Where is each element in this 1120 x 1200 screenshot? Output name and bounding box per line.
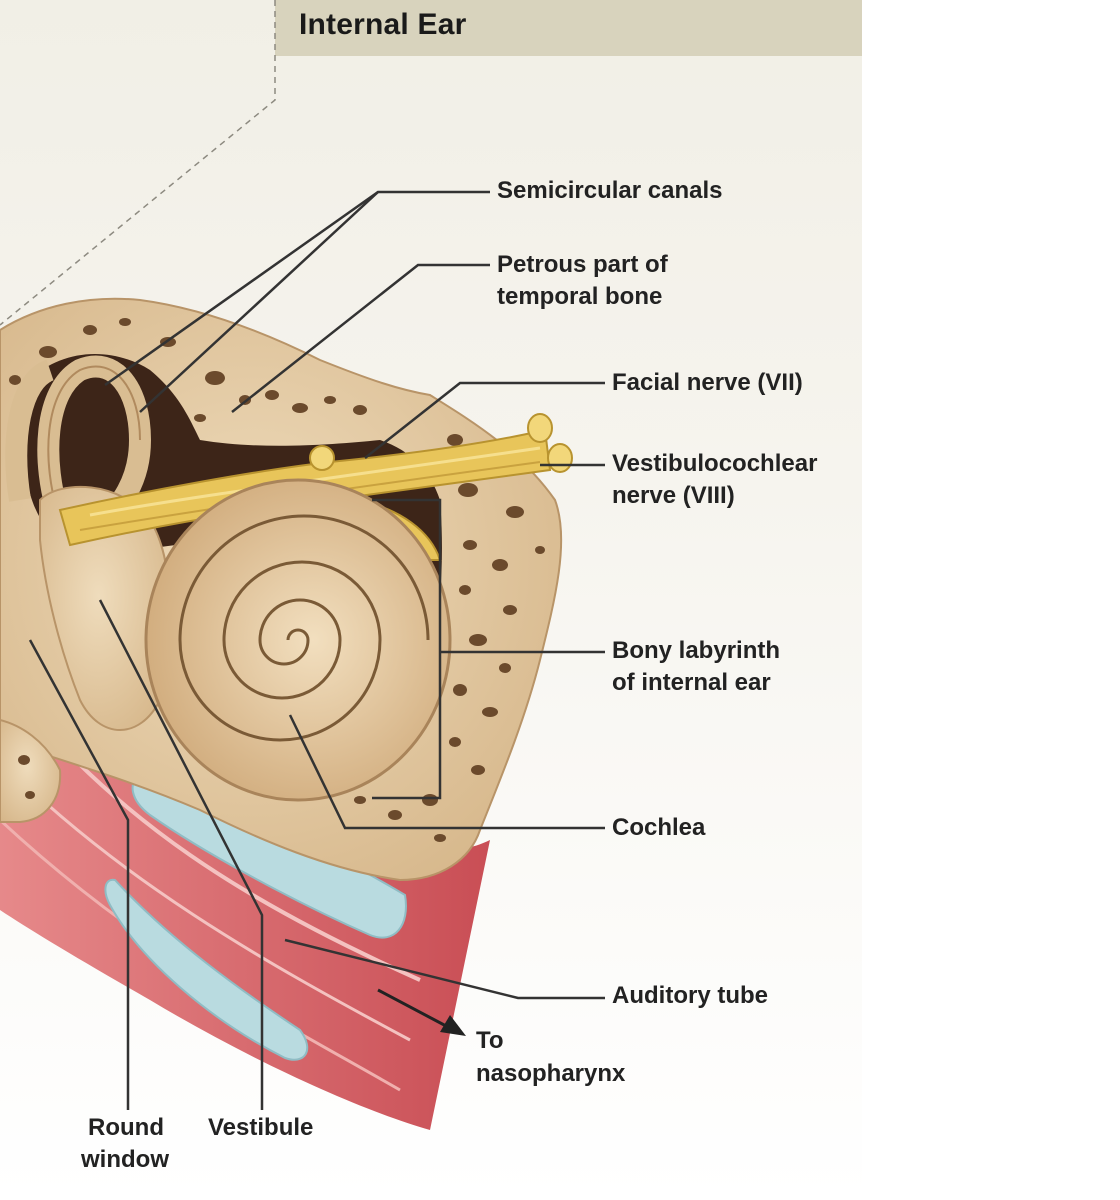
label-vestibulocochlear-nerve: nerve (VIII) [612, 482, 735, 509]
label-vestibulocochlear: Vestibulocochlear [612, 450, 818, 477]
label-nasopharynx: nasopharynx [476, 1060, 626, 1087]
label-round: Round [88, 1114, 164, 1141]
label-to: To [476, 1027, 504, 1054]
bone-fragment-left [0, 718, 62, 823]
label-cochlea: Cochlea [612, 814, 706, 841]
leader-lines [28, 190, 605, 1110]
label-facial-nerve: Facial nerve (VII) [612, 369, 803, 396]
label-vestibule: Vestibule [208, 1114, 314, 1141]
tube-cartilage-lower [104, 878, 309, 1061]
label-temporal-bone: temporal bone [497, 283, 663, 310]
label-window: window [81, 1146, 169, 1173]
panel-title: Internal Ear [299, 8, 467, 41]
label-semicircular-canals: Semicircular canals [497, 177, 723, 204]
label-bony-labyrinth: Bony labyrinth [612, 637, 781, 664]
title-bar [275, 0, 862, 56]
label-of-internal-ear: of internal ear [612, 669, 771, 696]
nasopharynx-arrow [377, 988, 466, 1036]
label-petrous-part: Petrous part of [497, 251, 668, 278]
cochlea-shape [144, 478, 452, 802]
label-auditory-tube: Auditory tube [612, 982, 768, 1009]
bone-pores [7, 318, 545, 842]
panel-border-dashed [0, 0, 276, 326]
